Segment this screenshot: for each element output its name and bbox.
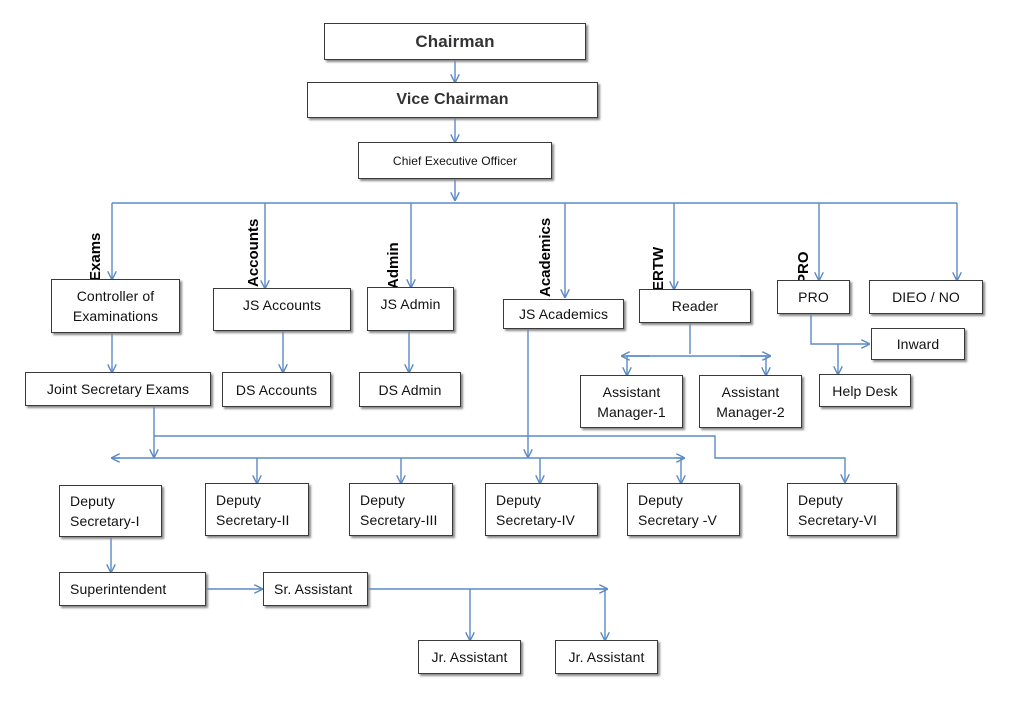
assistant-manager-1-box: Assistant Manager-1 xyxy=(580,375,683,428)
reader-box: Reader xyxy=(639,289,751,323)
edge-reader-am2 xyxy=(690,355,766,375)
deputy-secretary-5-box: Deputy Secretary -V xyxy=(627,483,740,536)
joint-secretary-exams-box: Joint Secretary Exams xyxy=(25,372,211,406)
edge-reader-am1 xyxy=(627,355,690,375)
pro-box: PRO xyxy=(777,280,850,314)
ceo-box: Chief Executive Officer xyxy=(358,142,552,179)
help-desk-box: Help Desk xyxy=(819,374,911,407)
inward-box: Inward xyxy=(871,328,965,360)
pro-label: PRO xyxy=(795,251,812,284)
chairman-box: Chairman xyxy=(324,23,586,60)
edge-ds-bus-upper xyxy=(154,435,845,482)
vice-chairman-box: Vice Chairman xyxy=(307,82,598,118)
admin-label: Admin xyxy=(385,242,402,289)
superintendent-box: Superintendent xyxy=(59,572,206,606)
assistant-manager-2-box: Assistant Manager-2 xyxy=(699,375,802,428)
exams-label: Exams xyxy=(87,232,104,281)
deputy-secretary-3-box: Deputy Secretary-III xyxy=(349,483,453,536)
jr-assistant-2-box: Jr. Assistant xyxy=(555,640,658,674)
deputy-secretary-1-box: Deputy Secretary-I xyxy=(59,485,162,537)
js-admin-box: JS Admin xyxy=(367,287,454,331)
deputy-secretary-6-box: Deputy Secretary-VI xyxy=(787,483,897,536)
js-academics-box: JS Academics xyxy=(503,299,624,329)
ds-accounts-box: DS Accounts xyxy=(222,372,331,407)
ds-admin-box: DS Admin xyxy=(359,372,461,407)
deputy-secretary-2-box: Deputy Secretary-II xyxy=(205,483,309,536)
sr-assistant-box: Sr. Assistant xyxy=(263,572,368,606)
academics-label: Academics xyxy=(537,217,554,297)
jr-assistant-1-box: Jr. Assistant xyxy=(418,640,521,674)
js-accounts-box: JS Accounts xyxy=(213,288,351,331)
deputy-secretary-4-box: Deputy Secretary-IV xyxy=(485,483,598,536)
dieo-no-box: DIEO / NO xyxy=(869,280,983,314)
accounts-label: Accounts xyxy=(245,218,262,287)
controller-examinations-box: Controller of Examinations xyxy=(51,279,180,333)
edge-pro-inward xyxy=(810,314,869,344)
ertw-label: ERTW xyxy=(650,246,667,291)
